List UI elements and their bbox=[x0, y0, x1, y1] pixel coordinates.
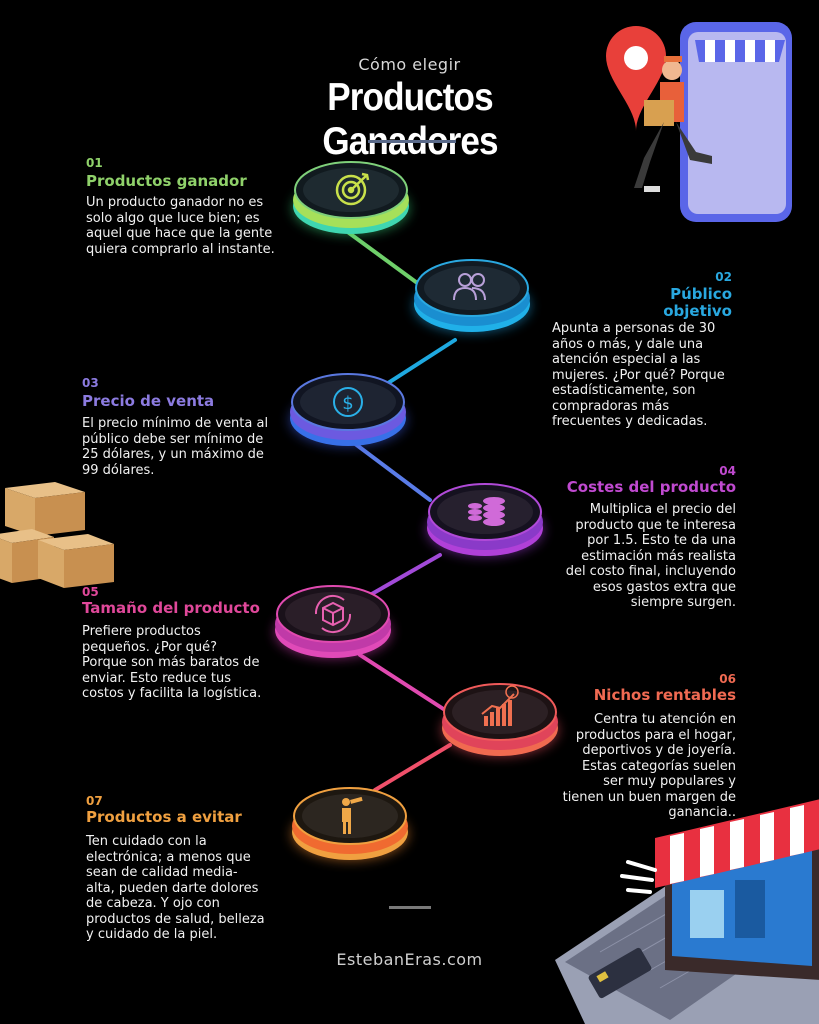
step-02-body: Apunta a personas de 30 años o más, y da… bbox=[552, 321, 725, 429]
step-title: Productos ganador bbox=[86, 172, 247, 190]
coins-icon bbox=[468, 497, 505, 526]
step-body: El precio mínimo de venta al público deb… bbox=[82, 416, 269, 478]
target-icon bbox=[335, 172, 370, 206]
step-06: 06 Nichos rentables Centra tu atención e… bbox=[560, 672, 736, 821]
step-02: 02 Público objetivo bbox=[540, 270, 732, 320]
step-disc-03 bbox=[290, 373, 406, 446]
step-04: 04 Costes del producto Multiplica el pre… bbox=[560, 464, 736, 611]
page-subtitle: Cómo elegir bbox=[358, 55, 461, 74]
step-body: Multiplica el precio del producto que te… bbox=[565, 502, 736, 610]
step-body: Ten cuidado con la electrónica; a menos … bbox=[86, 834, 265, 942]
step-title: Público objetivo bbox=[663, 285, 732, 320]
step-title: Precio de venta bbox=[82, 392, 215, 410]
step-body: Centra tu atención en productos para el … bbox=[562, 712, 736, 820]
laptop-store-illustration bbox=[555, 799, 819, 1024]
step-title: Costes del producto bbox=[566, 478, 736, 496]
step-number: 01 bbox=[86, 156, 103, 170]
step-body: Un producto ganador no es solo algo que … bbox=[86, 195, 275, 257]
users-icon bbox=[453, 273, 486, 301]
step-number: 06 bbox=[719, 672, 736, 686]
dollar-icon: $ bbox=[333, 387, 363, 417]
box-cycle-icon bbox=[314, 594, 352, 634]
step-05: 05 Tamaño del producto Prefiere producto… bbox=[82, 585, 264, 702]
lookout-icon bbox=[342, 796, 363, 834]
step-07: 07 Productos a evitar Ten cuidado con la… bbox=[86, 794, 266, 943]
step-03: 03 Precio de venta El precio mínimo de v… bbox=[82, 376, 272, 478]
page-title: Productos Ganadores bbox=[322, 76, 498, 163]
step-disc-04 bbox=[427, 483, 543, 556]
delivery-illustration bbox=[606, 22, 792, 222]
step-title: Nichos rentables bbox=[593, 686, 736, 704]
step-disc-02 bbox=[414, 259, 530, 332]
step-number: 04 bbox=[719, 464, 736, 478]
step-number: 02 bbox=[715, 270, 732, 284]
step-title: Tamaño del producto bbox=[82, 599, 260, 617]
step-number: 07 bbox=[86, 794, 103, 808]
growth-chart-icon bbox=[481, 685, 519, 726]
title-divider bbox=[368, 140, 456, 143]
step-number: 03 bbox=[82, 376, 99, 390]
svg-text:$: $ bbox=[342, 393, 353, 414]
footer-site: EstebanEras.com bbox=[336, 950, 483, 969]
step-body: Prefiere productos pequeños. ¿Por qué? P… bbox=[82, 624, 262, 701]
step-01: 01 Productos ganador Un producto ganador… bbox=[86, 156, 286, 257]
timeline-connectors bbox=[343, 228, 457, 792]
footer-divider bbox=[389, 906, 431, 909]
boxes-illustration bbox=[0, 482, 114, 588]
step-title: Productos a evitar bbox=[86, 808, 242, 826]
step-number: 05 bbox=[82, 585, 99, 599]
